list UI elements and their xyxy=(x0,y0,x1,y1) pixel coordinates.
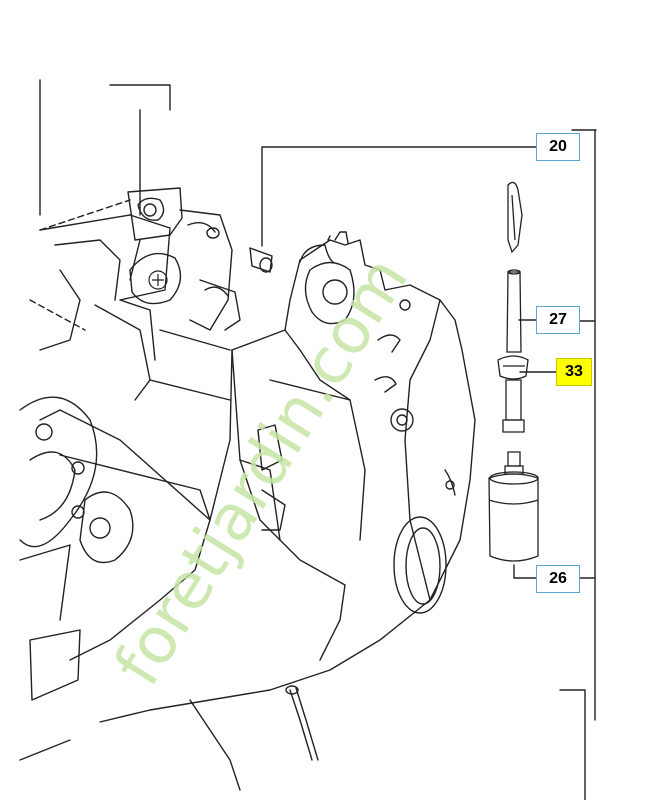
callout-26: 26 xyxy=(536,565,580,593)
grommet-33 xyxy=(497,355,529,380)
callout-33: 33 xyxy=(556,358,592,386)
fuel-pickup-assembly xyxy=(488,181,539,562)
hose-tip xyxy=(507,181,523,254)
callout-27: 27 xyxy=(536,306,580,334)
pin-20 xyxy=(249,247,273,273)
callout-20: 20 xyxy=(536,133,580,161)
coil-bracket xyxy=(127,187,183,241)
fuel-hose-27 xyxy=(506,271,522,353)
brand-logo xyxy=(148,270,168,290)
leader-26 xyxy=(513,564,537,579)
crankcase-outline xyxy=(39,239,476,723)
leader-20 xyxy=(261,146,537,247)
fuel-filter-26 xyxy=(488,473,539,562)
